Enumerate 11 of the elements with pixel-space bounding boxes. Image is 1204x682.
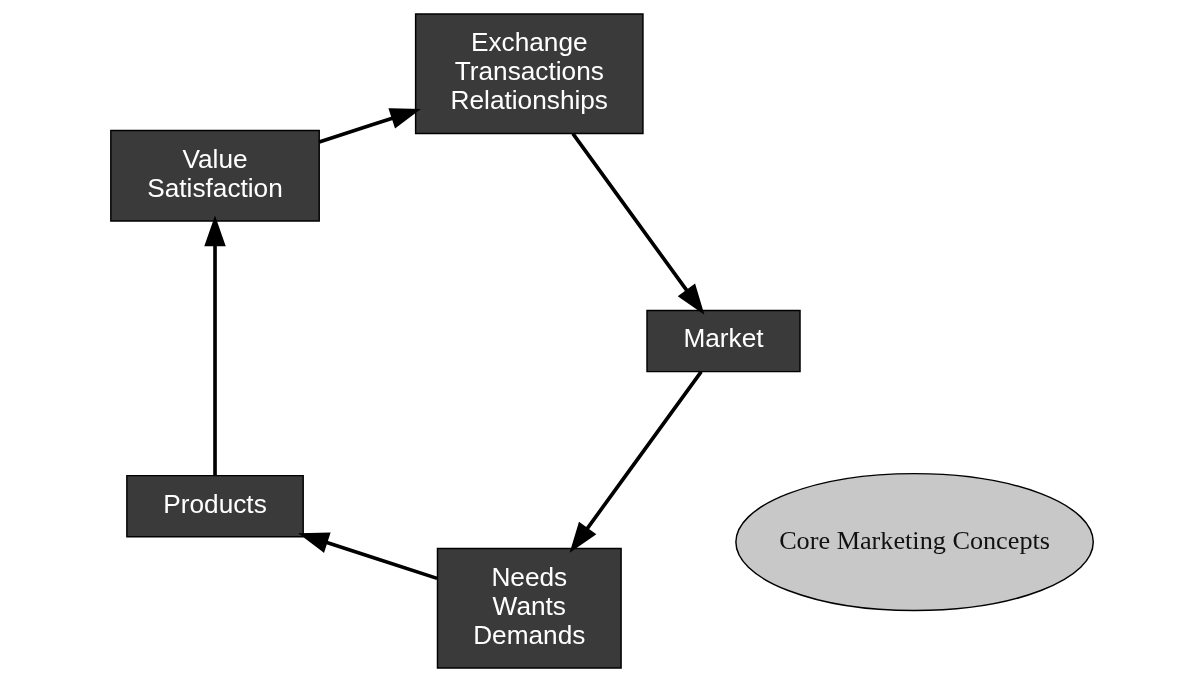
node-box: Exchange Transactions Relationships: [414, 13, 644, 135]
arrow: [204, 215, 226, 476]
arrow: [571, 132, 705, 315]
node-box: Market: [646, 309, 801, 373]
arrow: [298, 532, 438, 581]
node-box: Value Satisfaction: [110, 129, 320, 222]
node-box: Needs Wants Demands: [436, 547, 622, 669]
node-box: Products: [126, 474, 304, 538]
arrow: [569, 370, 703, 553]
arrow: [318, 108, 421, 144]
node-ellipse: Core Marketing Concepts: [735, 472, 1094, 612]
